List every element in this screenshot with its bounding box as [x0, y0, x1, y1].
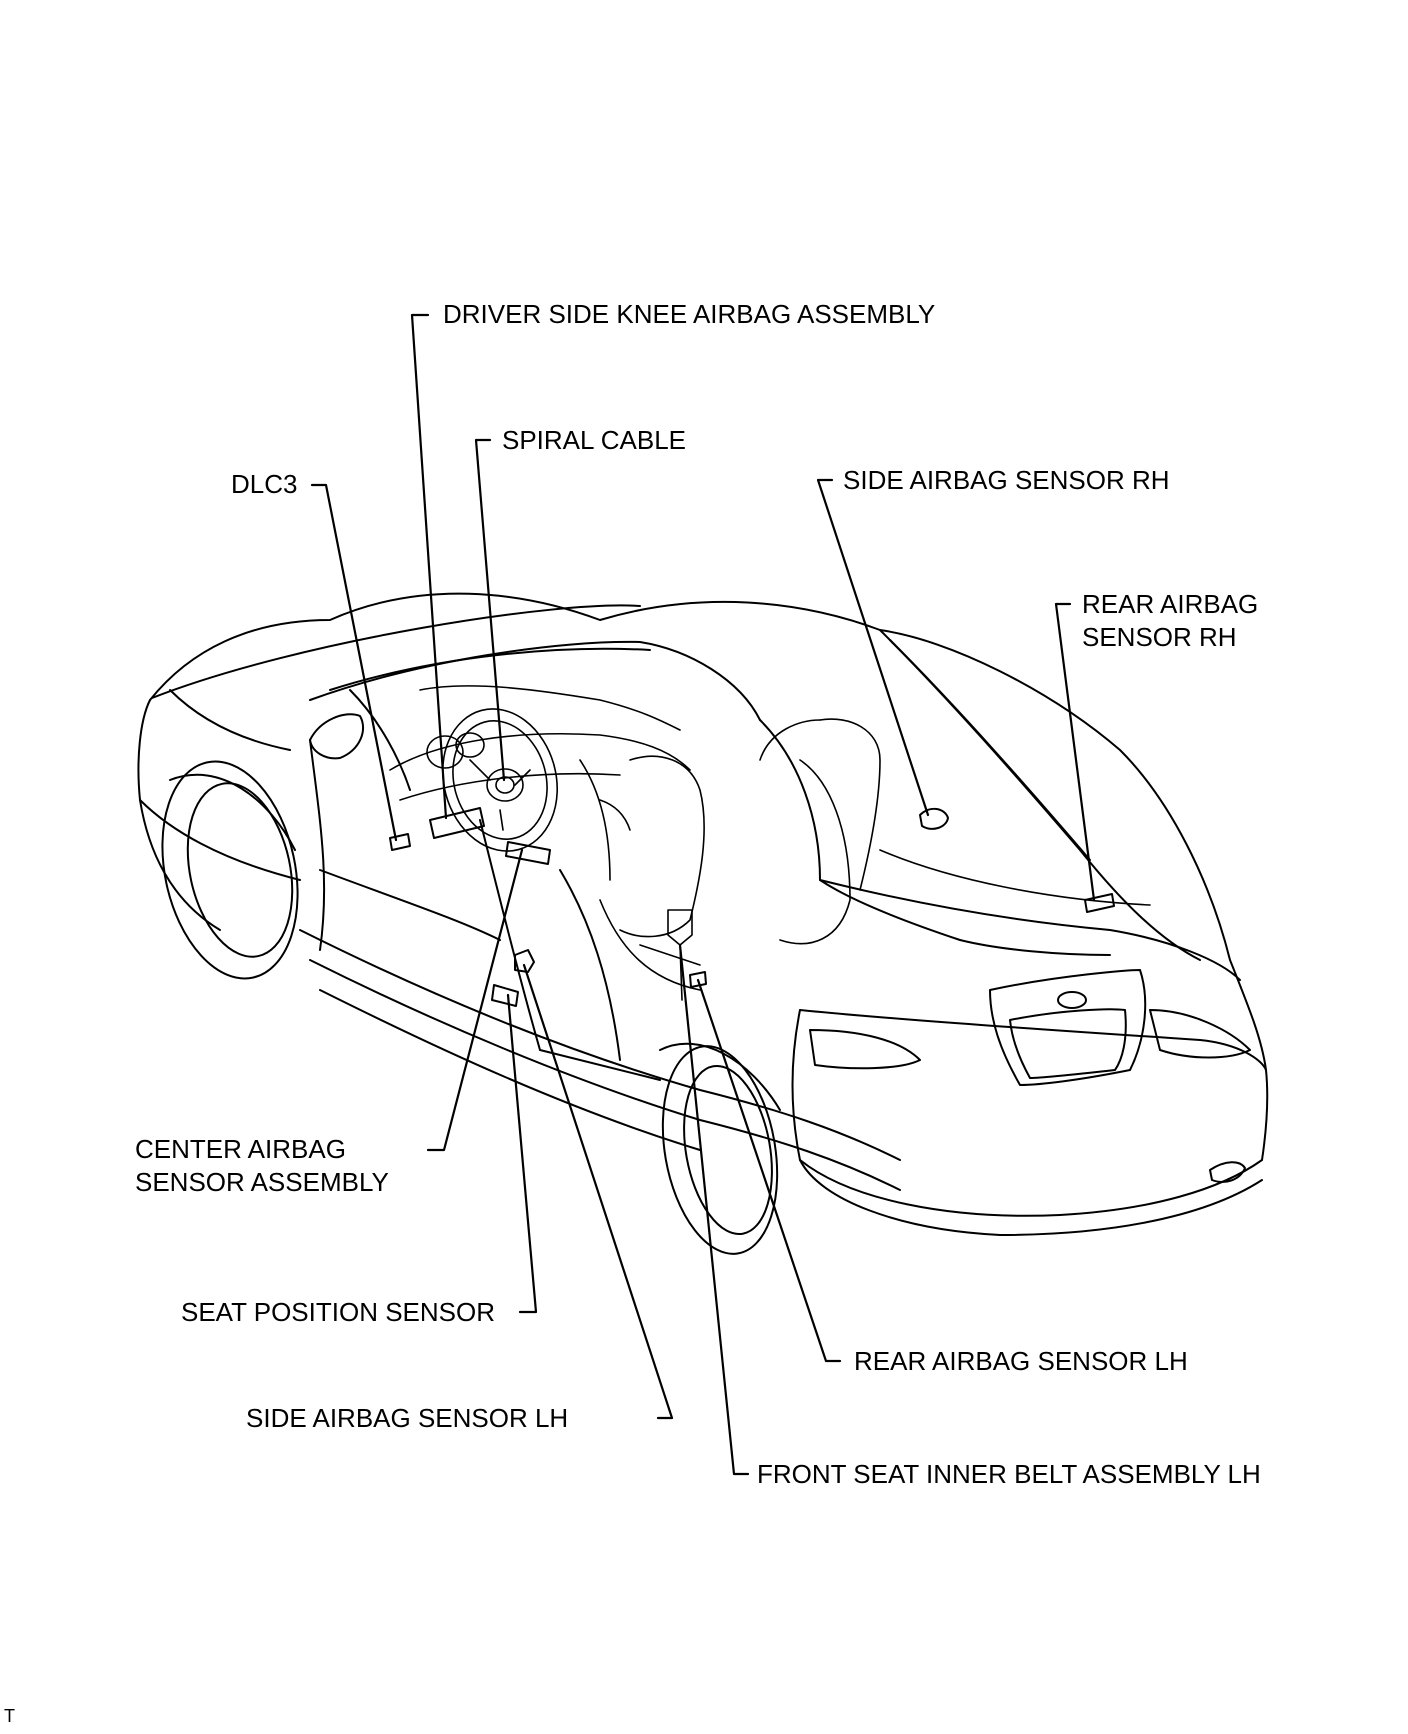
label-belt-lh: FRONT SEAT INNER BELT ASSEMBLY LH	[757, 1459, 1261, 1489]
car-interior	[389, 685, 1151, 1001]
label-rear-sensor-rh-line1: REAR AIRBAG	[1082, 589, 1259, 619]
knee-airbag-part	[429, 807, 485, 839]
leader-lines	[310, 313, 1096, 1476]
corner-mark: T	[4, 1706, 15, 1726]
label-center-sensor-line2: SENSOR ASSEMBLY	[135, 1167, 389, 1197]
car-body-outline	[137, 592, 1269, 1236]
label-side-sensor-lh: SIDE AIRBAG SENSOR LH	[246, 1403, 569, 1433]
label-spiral-cable: SPIRAL CABLE	[502, 425, 687, 455]
component-markers	[389, 807, 1115, 1007]
rear-sensor-rh-part	[1084, 893, 1115, 913]
label-seat-position: SEAT POSITION SENSOR	[181, 1297, 495, 1327]
rear-sensor-lh-part	[689, 971, 707, 988]
label-side-sensor-rh: SIDE AIRBAG SENSOR RH	[843, 465, 1170, 495]
side-sensor-rh-part	[919, 807, 949, 830]
dlc3-part	[389, 833, 411, 851]
seat-position-part	[491, 984, 519, 1007]
label-rear-sensor-rh: REAR AIRBAG SENSOR RH	[1082, 588, 1258, 654]
label-center-sensor-line1: CENTER AIRBAG	[135, 1134, 346, 1164]
label-rear-sensor-lh: REAR AIRBAG SENSOR LH	[854, 1346, 1188, 1376]
label-rear-sensor-rh-line2: SENSOR RH	[1082, 622, 1237, 652]
label-center-sensor: CENTER AIRBAG SENSOR ASSEMBLY	[135, 1133, 389, 1199]
center-sensor-part	[505, 841, 551, 865]
side-sensor-lh-part	[514, 949, 535, 973]
label-dlc3: DLC3	[231, 469, 298, 499]
label-knee-airbag: DRIVER SIDE KNEE AIRBAG ASSEMBLY	[443, 299, 936, 329]
